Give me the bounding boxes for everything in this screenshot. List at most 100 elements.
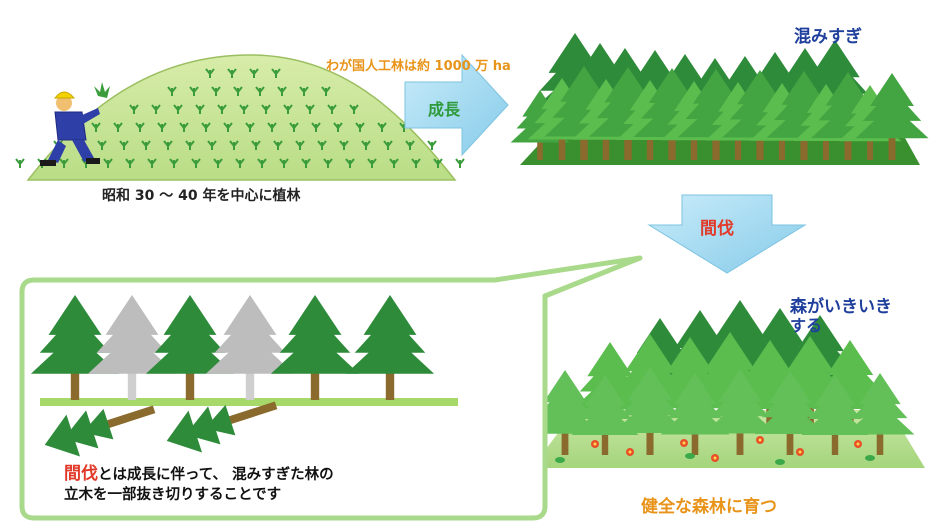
leaf-icon — [555, 457, 565, 463]
seedling-icon — [129, 104, 139, 114]
seedling-icon — [163, 140, 173, 150]
seedling-icon — [119, 140, 129, 150]
seedling-icon — [239, 104, 249, 114]
seedling-icon — [207, 140, 217, 150]
seedling-icon — [405, 140, 415, 150]
seedling-icon — [361, 140, 371, 150]
healthy-forest — [529, 300, 925, 468]
seedling-icon — [433, 158, 443, 168]
seedling-icon — [185, 140, 195, 150]
seedling-icon — [367, 158, 377, 168]
seedling-icon — [235, 158, 245, 168]
seedling-icon — [255, 86, 265, 96]
seedling-icon — [223, 122, 233, 132]
bubble-text-line2: 立木を一部抜き切りすることです — [64, 487, 282, 503]
seedling-icon — [195, 104, 205, 114]
seedling-icon — [455, 158, 465, 168]
flower-icon — [591, 440, 599, 448]
seedling-icon — [97, 140, 107, 150]
seedling-icon — [59, 158, 69, 168]
seedling-icon — [251, 140, 261, 150]
thinned-tree-icon — [87, 295, 177, 400]
seedling-icon — [103, 158, 113, 168]
felled-tree-icon — [166, 401, 278, 453]
planted-hill — [15, 54, 465, 181]
healthy-forest-caption: 健全な森林に育つ — [641, 497, 777, 517]
seedling-icon — [321, 86, 331, 96]
seedling-icon — [301, 158, 311, 168]
seedling-icon — [15, 158, 25, 168]
seedling-icon — [147, 158, 157, 168]
standing-tree-icon — [270, 295, 360, 400]
seedling-icon — [333, 122, 343, 132]
seedling-icon — [157, 122, 167, 132]
seedling-icon — [141, 140, 151, 150]
seedling-icon — [305, 104, 315, 114]
seedling-icon — [279, 158, 289, 168]
tree-icon — [613, 367, 687, 455]
planter-person-icon — [40, 82, 110, 166]
seedling-icon — [189, 86, 199, 96]
seedling-icon — [213, 158, 223, 168]
seedling-icon — [271, 68, 281, 78]
growth-arrow-label: 成長 — [428, 100, 461, 119]
seedling-icon — [125, 158, 135, 168]
tree-icon — [703, 369, 777, 455]
seedling-icon — [283, 104, 293, 114]
seedling-icon — [201, 122, 211, 132]
crowded-forest — [510, 33, 929, 165]
seedling-icon — [273, 140, 283, 150]
flower-icon — [756, 436, 764, 444]
seedling-icon — [327, 104, 337, 114]
standing-tree-icon — [30, 295, 120, 400]
seedling-icon — [295, 140, 305, 150]
leaf-icon — [775, 459, 785, 465]
seedling-icon — [427, 140, 437, 150]
seedling-icon — [91, 122, 101, 132]
tree-icon — [754, 371, 826, 455]
seedling-icon — [205, 68, 215, 78]
standing-tree-icon — [145, 295, 235, 400]
seedling-icon — [135, 122, 145, 132]
standing-tree-icon — [345, 295, 435, 400]
leaf-icon — [865, 455, 875, 461]
explanation-bubble — [19, 255, 643, 521]
lively-label-line1: 森がいきいき — [790, 297, 892, 317]
seedling-icon — [355, 122, 365, 132]
tree-icon — [801, 375, 869, 455]
seedling-icon — [377, 122, 387, 132]
tree-icon — [845, 373, 915, 455]
tree-icon — [855, 73, 929, 160]
seedling-icon — [229, 140, 239, 150]
seedling-icon — [267, 122, 277, 132]
bubble-line1-rest: とは成長に伴って、 混みすぎた林の — [98, 467, 334, 483]
seedling-icon — [323, 158, 333, 168]
thinning-arrow-label: 間伐 — [700, 219, 734, 239]
seedling-icon — [233, 86, 243, 96]
crowded-label: 混みすぎ — [794, 27, 862, 47]
planting-caption: 昭和 30 ～ 40 年を中心に植林 — [102, 188, 301, 204]
seedling-icon — [191, 158, 201, 168]
seedling-icon — [227, 68, 237, 78]
lively-label-line2: する — [790, 316, 823, 335]
seedling-icon — [179, 122, 189, 132]
seedling-icon — [299, 86, 309, 96]
flower-icon — [796, 448, 804, 456]
seedling-icon — [349, 104, 359, 114]
plantation-area-label: わが国人工林は約 1000 万 ha — [326, 59, 511, 74]
seedling-icon — [245, 122, 255, 132]
seedling-icon — [151, 104, 161, 114]
seedling-icon — [277, 86, 287, 96]
seedling-icon — [345, 158, 355, 168]
seedling-icon — [211, 86, 221, 96]
bubble-text-line1: 間伐とは成長に伴って、 混みすぎた林の — [64, 459, 334, 484]
seedling-icon — [249, 68, 259, 78]
seedling-icon — [169, 158, 179, 168]
seedling-icon — [311, 122, 321, 132]
seedling-icon — [339, 140, 349, 150]
flower-icon — [711, 454, 719, 462]
growth-arrow — [404, 53, 509, 157]
flower-icon — [680, 439, 688, 447]
thinning-arrow — [647, 194, 807, 274]
leaf-icon — [685, 453, 695, 459]
